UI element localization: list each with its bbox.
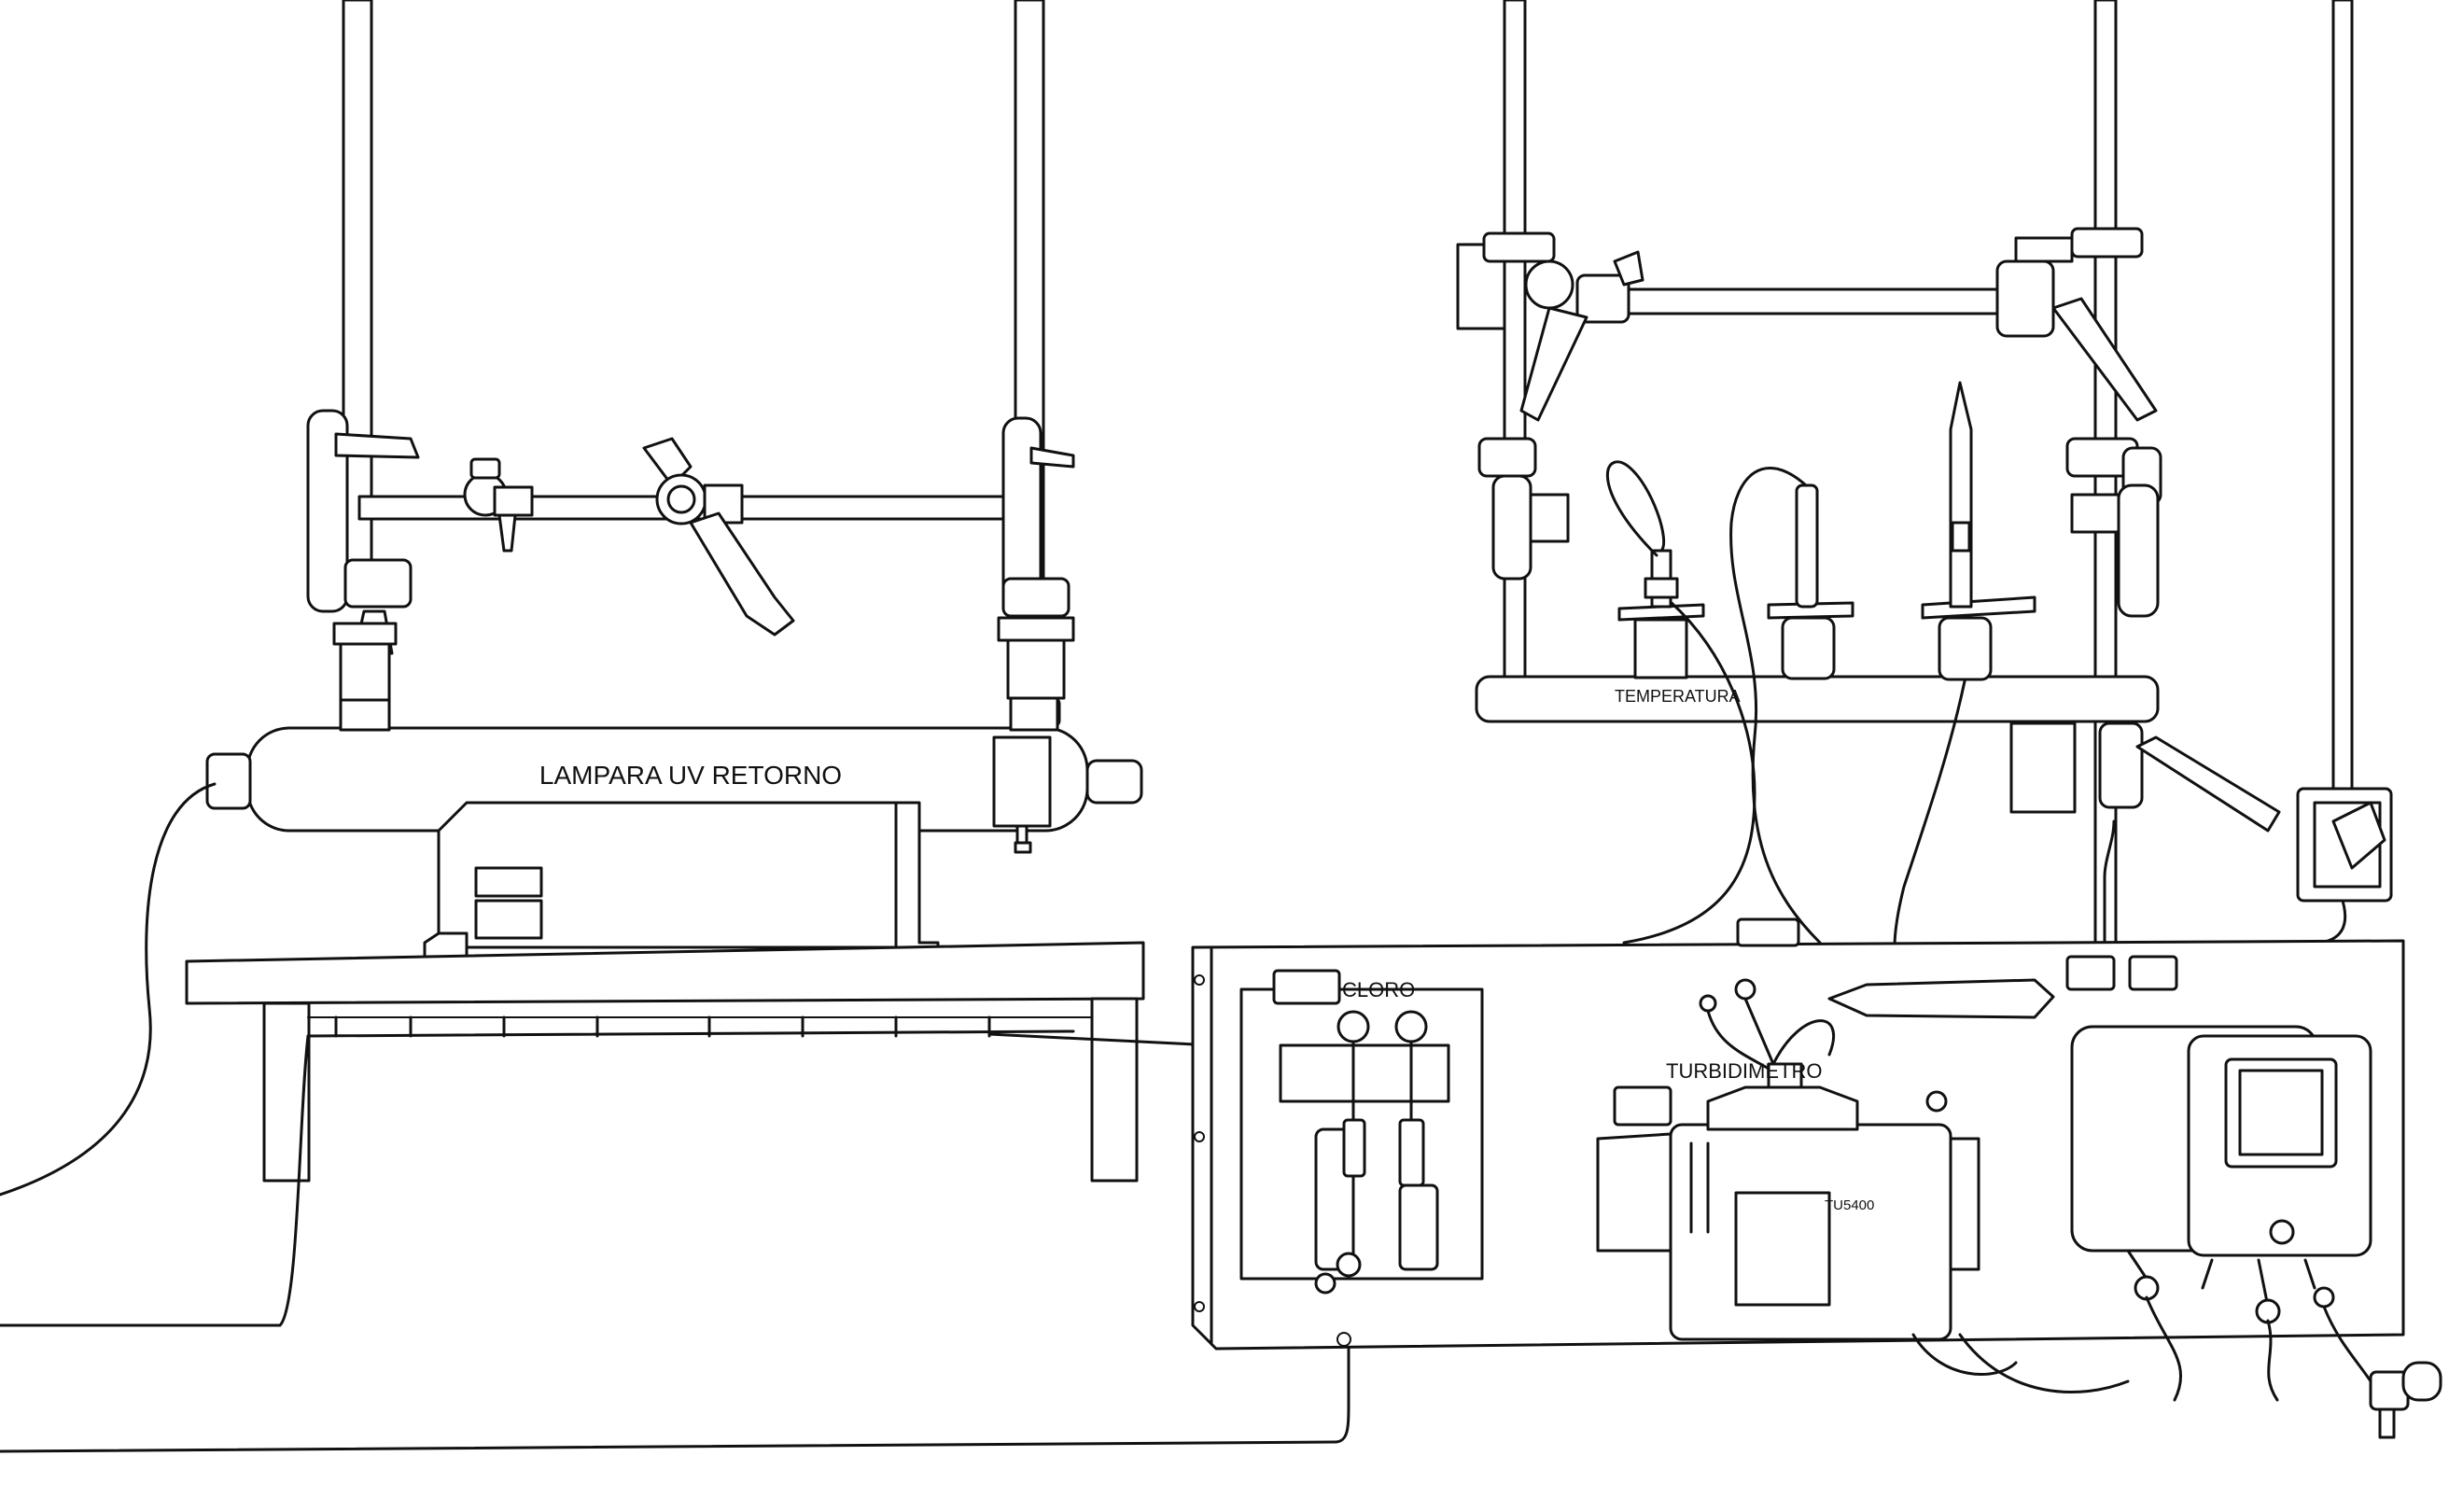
left-stand: LAMPARA UV RETORNO — [0, 0, 1350, 1453]
controller-unit — [2070, 1025, 2372, 1324]
uv-lamp-cable — [0, 782, 217, 1197]
cross-clamp-2 — [642, 437, 795, 637]
analyzer-panel: CLORO TURBIDIMETRO TU5400 — [1191, 917, 2442, 1439]
bottom-floor-cable — [0, 1323, 1350, 1453]
tray-to-panel-cable — [987, 1032, 1215, 1047]
temperatura-label: TEMPERATURA — [1615, 687, 1741, 706]
lower-clamp-right — [2065, 437, 2162, 618]
left-shelf — [185, 941, 1145, 1183]
rod-junction-box — [2009, 721, 2077, 814]
drain-valve — [2369, 1361, 2442, 1439]
left-floor-cable — [0, 1034, 310, 1327]
upper-clamp-left — [1456, 231, 1644, 422]
cloro-label: CLORO — [1342, 978, 1415, 1001]
cross-clamp-1 — [463, 457, 534, 553]
uv-lamp-label: LAMPARA UV RETORNO — [539, 761, 842, 790]
sensor-holder-2 — [1767, 483, 1854, 680]
turbidimetro-label: TURBIDIMETRO — [1666, 1059, 1822, 1083]
tu5400-label: TU5400 — [1825, 1197, 1874, 1213]
uv-ballast-box — [423, 801, 940, 959]
left-clamp-1 — [306, 409, 420, 730]
side-handle-clamp — [2098, 721, 2281, 833]
sensor-holder-1 — [1617, 549, 1705, 679]
turbidimeter — [1596, 978, 1980, 1341]
lower-clamp-left — [1477, 437, 1570, 581]
sensor-manifold — [1475, 675, 2160, 723]
chlorine-analyzer — [1239, 969, 1484, 1347]
right-rod-3 — [2331, 0, 2354, 795]
electrical-outlet — [2296, 787, 2393, 903]
upper-cross-bar — [1575, 287, 2008, 315]
sensor-holder-3 — [1921, 381, 2036, 681]
right-stand: TEMPERATURA — [1456, 0, 2393, 949]
left-clamp-2 — [997, 416, 1075, 728]
upper-clamp-right — [1995, 227, 2158, 422]
right-rod-1 — [1503, 0, 1527, 693]
